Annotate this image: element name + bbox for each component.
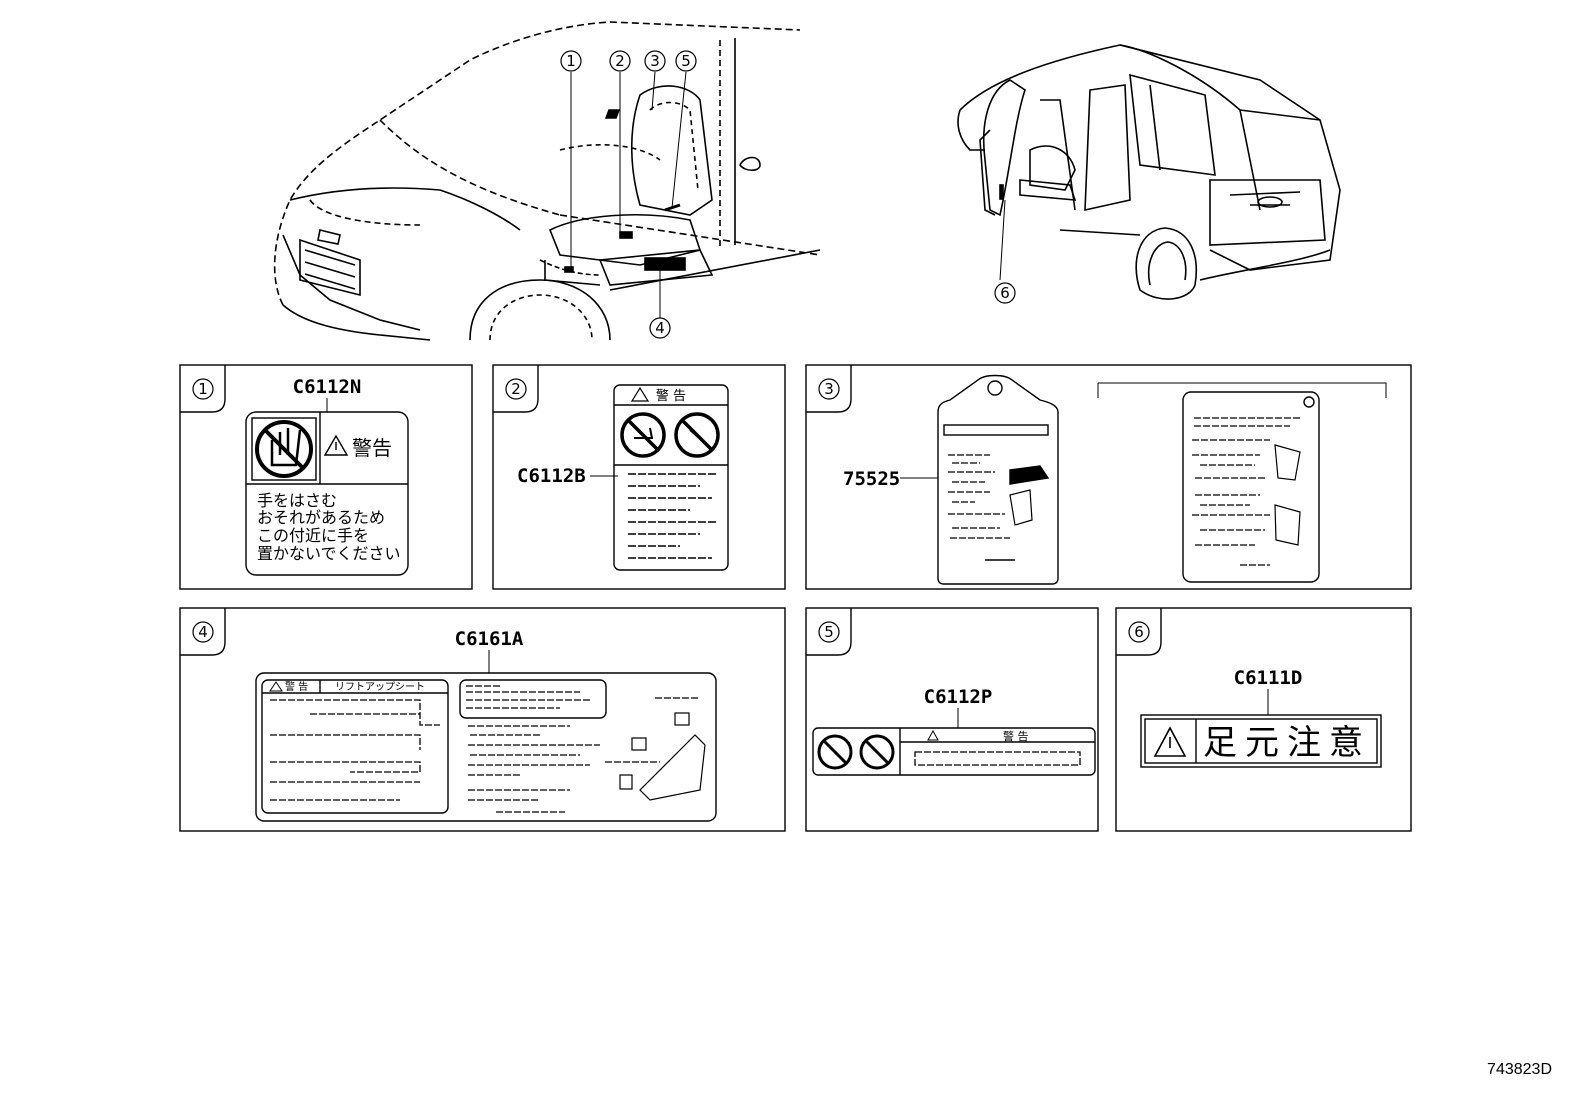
- part-number-c6112n: C6112N: [293, 376, 362, 398]
- panel-1-number: 1: [198, 380, 208, 398]
- callout-1: 1: [566, 52, 576, 70]
- panel-6-frame: [1115, 607, 1412, 832]
- panel-1-frame: [179, 364, 473, 590]
- label-c6112n: [245, 411, 409, 576]
- label-c6112n-line-2: おそれがあるため: [257, 508, 385, 527]
- label-c6112b: [613, 384, 729, 571]
- panel-5-number: 5: [824, 623, 834, 641]
- callout-6: 6: [1000, 284, 1010, 302]
- panel-6-number: 6: [1134, 623, 1144, 641]
- label-c6112n-warning: 警告: [352, 436, 392, 460]
- part-number-75525: 75525: [843, 468, 900, 490]
- rear-vehicle-illustration: [957, 44, 1341, 300]
- label-c6112p-warning: 警 告: [1003, 729, 1029, 743]
- callout-2: 2: [615, 52, 625, 70]
- label-c6161a: [255, 672, 717, 822]
- panel-4-number: 4: [198, 623, 208, 641]
- vehicle-callouts: [560, 50, 1016, 339]
- label-c6111d: [1140, 714, 1382, 768]
- part-number-c6112b: C6112B: [517, 465, 586, 487]
- part-number-c6111d: C6111D: [1234, 667, 1303, 689]
- panel-2-number: 2: [511, 380, 521, 398]
- tag-label-75525-back: [1097, 382, 1387, 583]
- label-c6112n-line-1: 手をはさむ: [257, 491, 337, 510]
- label-c6112n-line-4: 置かないでください: [257, 544, 401, 563]
- panel-5-frame: [805, 607, 1099, 832]
- label-c6112b-warning: 警 告: [656, 388, 686, 404]
- label-c6161a-warning: 警 告: [285, 680, 308, 693]
- panel-2-frame: [492, 364, 786, 590]
- label-c6161a-title: リフトアップシート: [335, 681, 425, 693]
- callout-5: 5: [681, 52, 691, 70]
- panel-4-frame: [179, 607, 786, 832]
- panel-3-frame: [805, 364, 1412, 590]
- part-number-c6161a: C6161A: [455, 628, 524, 650]
- label-c6111d-text: 足元注意: [1203, 723, 1371, 763]
- part-number-c6112p: C6112P: [924, 686, 993, 708]
- figure-id: 743823D: [1487, 1061, 1552, 1078]
- label-c6112p: [812, 727, 1096, 776]
- panel-3-number: 3: [824, 380, 834, 398]
- front-vehicle-illustration: [273, 21, 821, 341]
- callout-4: 4: [655, 319, 665, 337]
- tag-label-75525-front: [937, 374, 1059, 585]
- label-c6112n-line-3: この付近に手を: [257, 526, 369, 545]
- callout-3: 3: [650, 52, 660, 70]
